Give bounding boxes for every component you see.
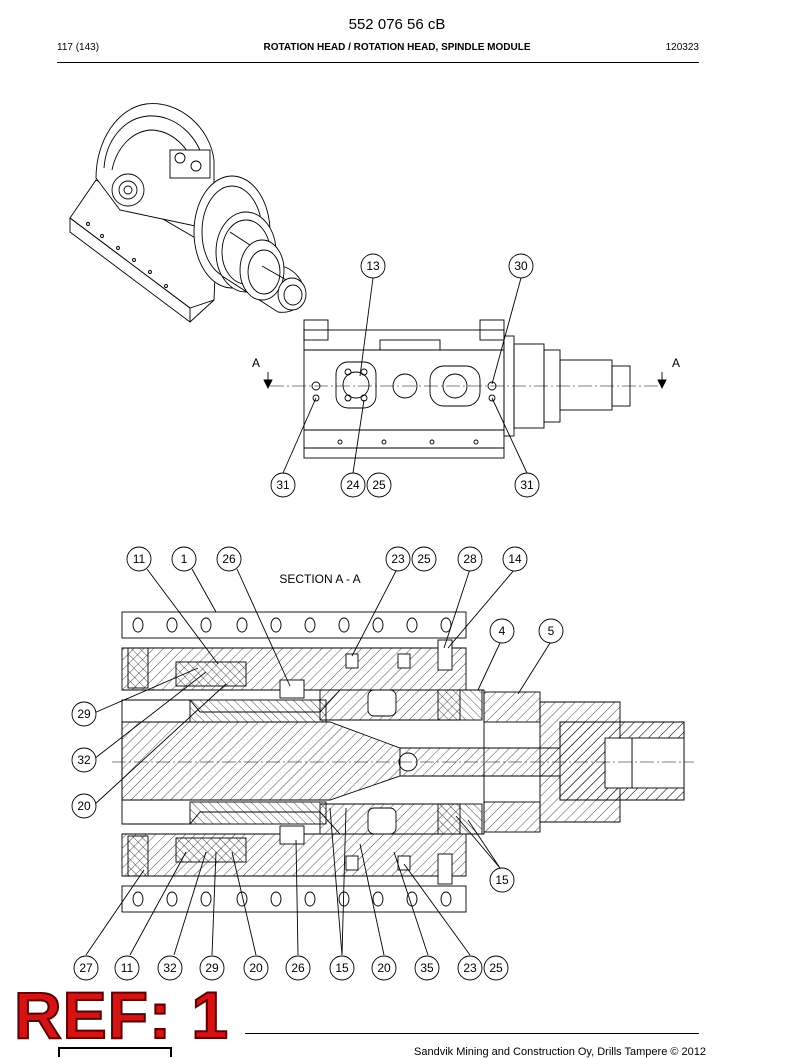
callout-25-bottom: 25 — [489, 961, 503, 975]
callout-35: 35 — [420, 961, 434, 975]
callout-32-left: 32 — [77, 753, 91, 767]
callout-26-bottom: 26 — [291, 961, 305, 975]
callout-11-top: 11 — [133, 552, 146, 566]
callout-25-top: 25 — [417, 552, 431, 566]
page-title: ROTATION HEAD / ROTATION HEAD, SPINDLE M… — [263, 42, 531, 53]
callout-31-left: 31 — [276, 478, 290, 492]
callout-26-top: 26 — [222, 552, 236, 566]
section-callout-circles — [71, 546, 564, 981]
section-title: SECTION A - A — [279, 572, 360, 586]
isometric-view — [69, 103, 307, 323]
callout-31-right: 31 — [520, 478, 534, 492]
footer-copyright: Sandvik Mining and Construction Oy, Dril… — [414, 1046, 706, 1058]
page-number: 117 (143) — [57, 42, 100, 53]
brand-logo-icon — [58, 1047, 172, 1057]
date-code: 120323 — [665, 42, 699, 53]
section-view — [112, 611, 694, 913]
section-leaders — [85, 568, 551, 956]
callout-13: 13 — [366, 259, 380, 273]
callout-25: 25 — [372, 478, 386, 492]
callout-23-top: 23 — [391, 552, 405, 566]
callout-30: 30 — [514, 259, 528, 273]
callout-14: 14 — [508, 552, 522, 566]
document-number: 552 076 56 cB — [348, 16, 446, 33]
callout-28: 28 — [463, 552, 477, 566]
callout-15-right: 15 — [495, 873, 509, 887]
callout-20-bottom-b: 20 — [377, 961, 391, 975]
callout-29-left: 29 — [77, 707, 91, 721]
callout-20-bottom-a: 20 — [249, 961, 263, 975]
side-view — [263, 319, 667, 459]
callout-27: 27 — [79, 961, 93, 975]
side-view-callouts — [270, 253, 540, 498]
reference-stamp: REF: 1 — [13, 978, 230, 1052]
callout-4: 4 — [499, 624, 506, 638]
callout-20-left: 20 — [77, 799, 91, 813]
header-rule — [57, 62, 699, 63]
callout-1: 1 — [181, 552, 188, 566]
callout-15-bottom: 15 — [335, 961, 349, 975]
footer-rule — [245, 1033, 699, 1034]
section-marker-right: A — [672, 356, 680, 370]
section-marker-left: A — [252, 356, 260, 370]
callout-23-bottom: 23 — [463, 961, 477, 975]
callout-5: 5 — [548, 624, 555, 638]
callout-11-bottom: 11 — [121, 961, 134, 975]
callout-29-bottom: 29 — [205, 961, 219, 975]
callout-24: 24 — [346, 478, 360, 492]
callout-32-bottom: 32 — [163, 961, 177, 975]
